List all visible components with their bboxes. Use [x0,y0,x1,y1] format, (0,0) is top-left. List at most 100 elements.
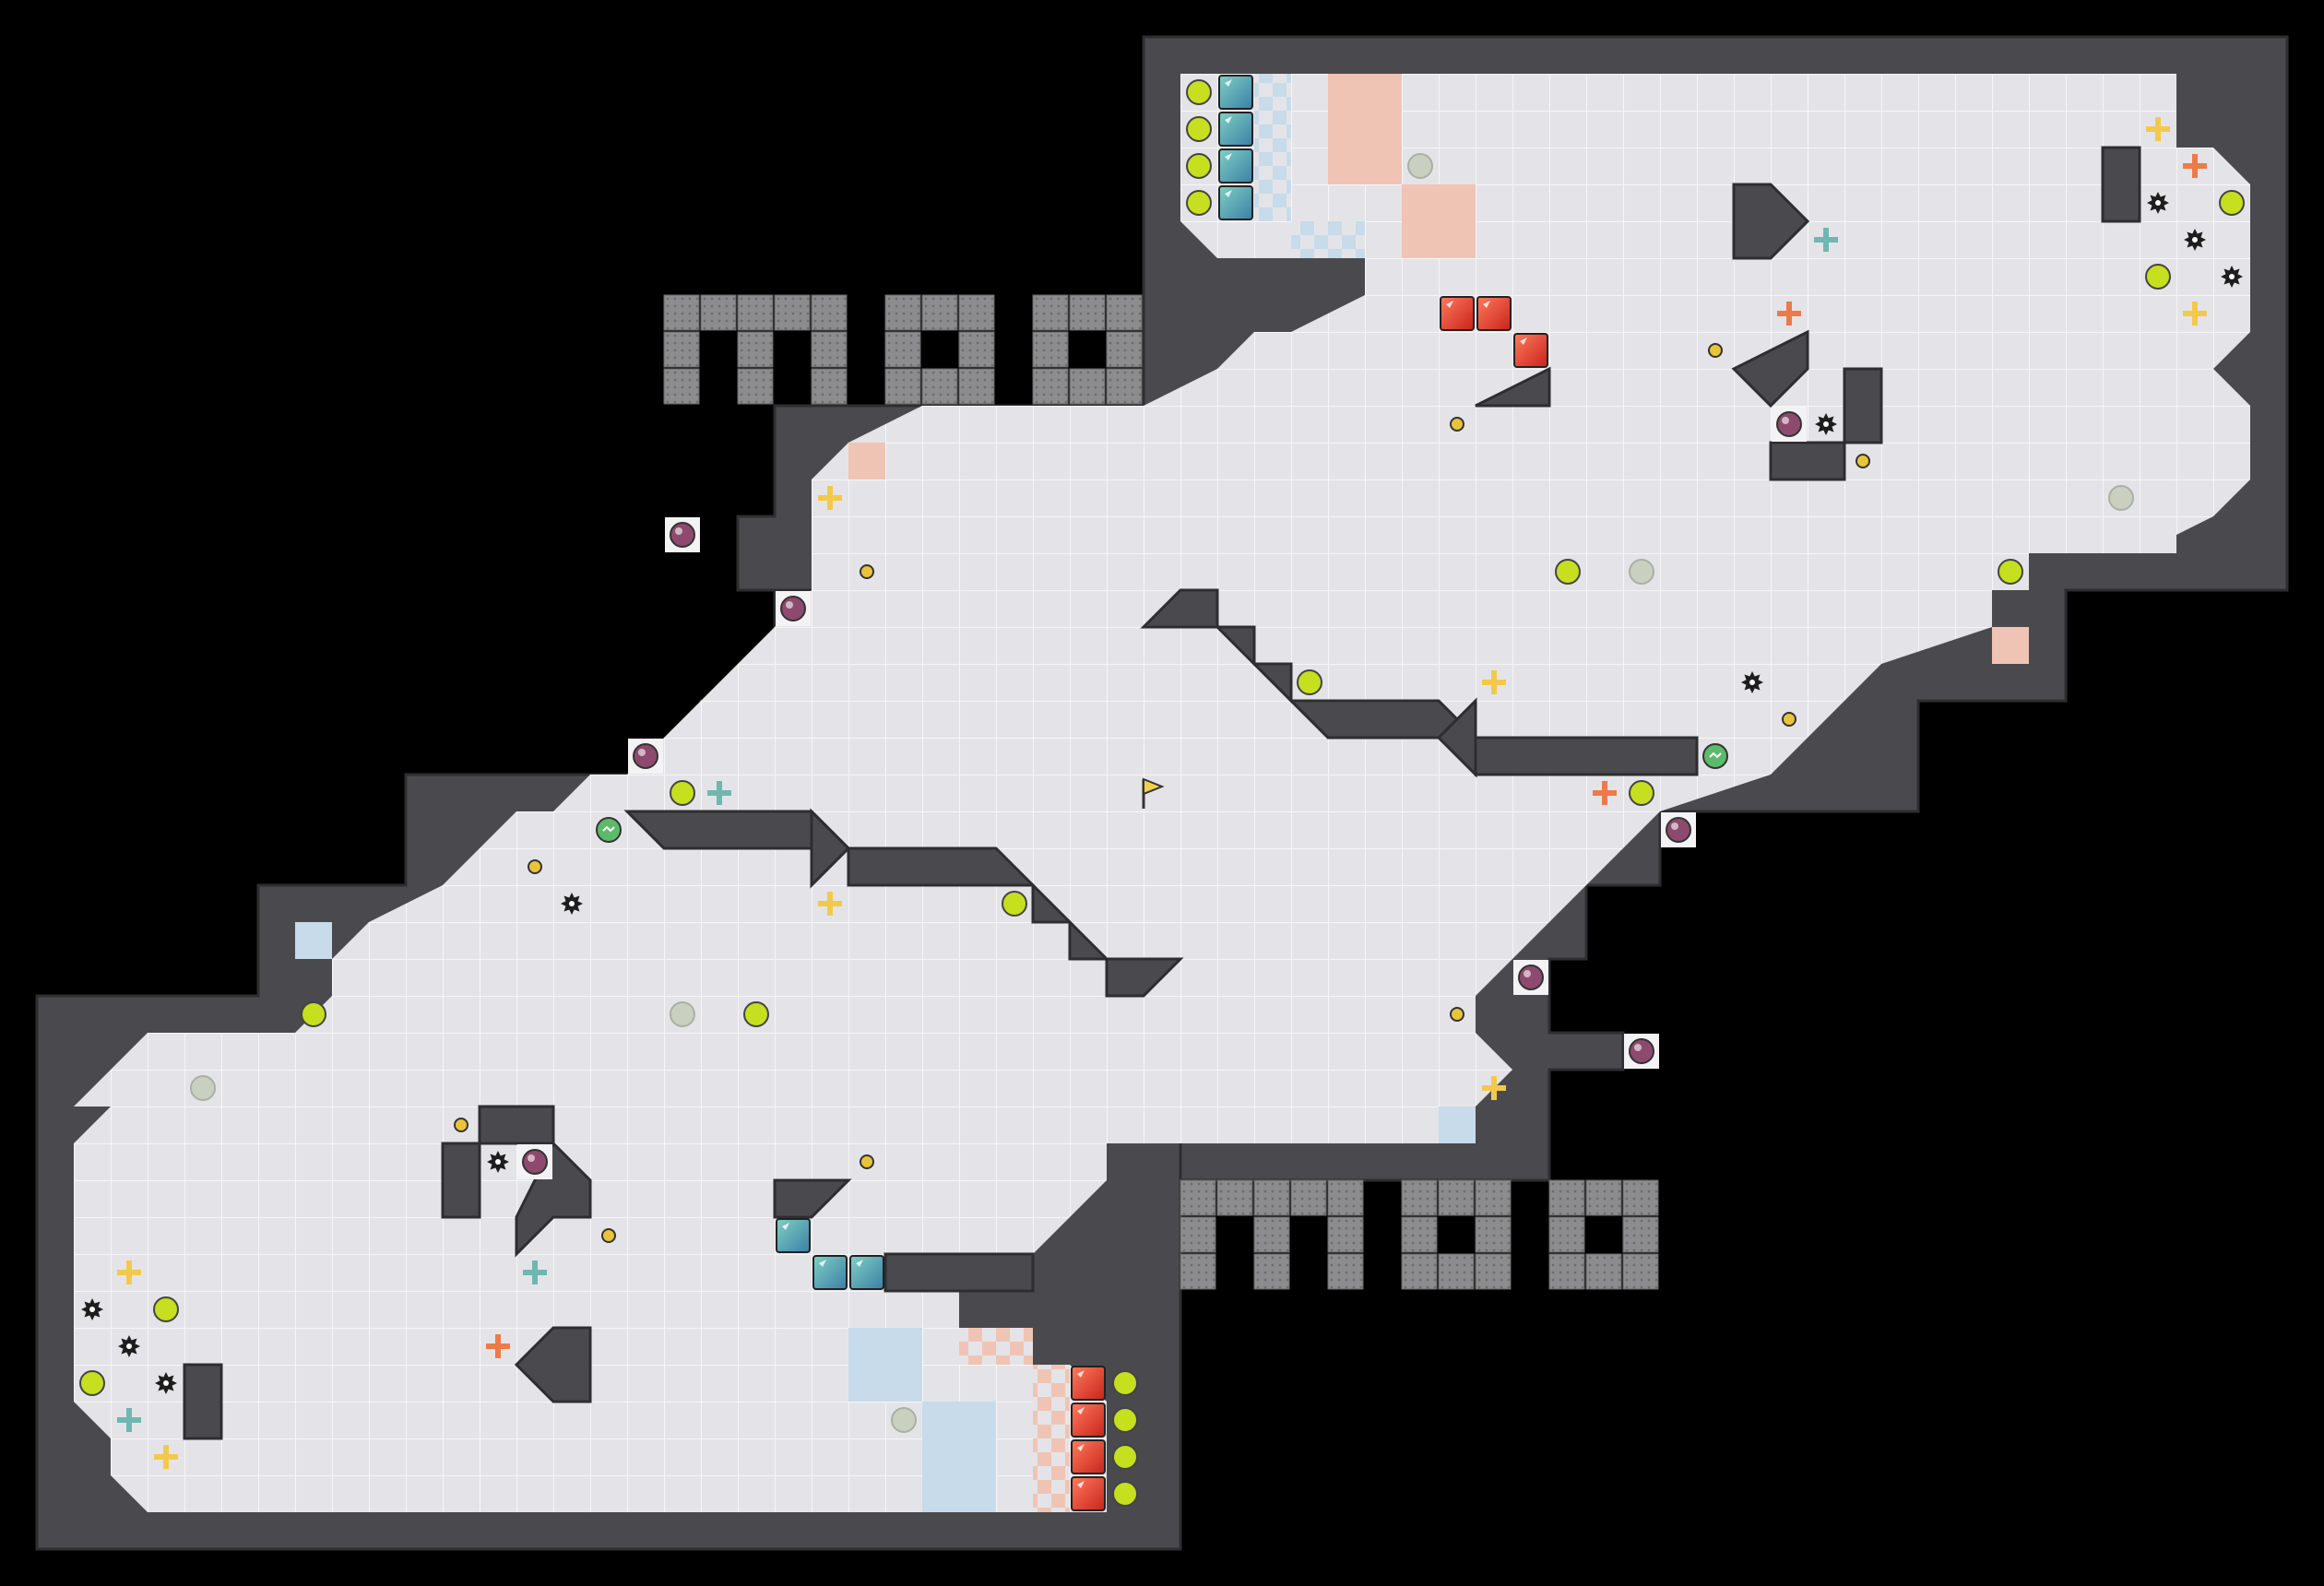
token-icon[interactable] [1856,454,1870,468]
spike-icon[interactable] [81,1298,103,1320]
orb-icon[interactable] [1998,559,2023,585]
boost-icon[interactable] [1482,670,1506,694]
token-icon[interactable] [860,1154,874,1169]
boost-icon[interactable] [523,1261,547,1284]
spike-icon[interactable] [2184,229,2206,251]
orb-icon[interactable] [2219,190,2245,216]
blue-zone-check [1254,74,1291,221]
boost-icon[interactable] [818,486,842,510]
tile-block [1106,294,1143,331]
mine-icon[interactable] [1624,1034,1659,1069]
token-icon[interactable] [528,859,542,874]
mine-icon[interactable] [628,739,663,774]
orb-icon[interactable] [1186,116,1212,142]
obstacle [515,1141,592,1258]
tile-block [1216,1179,1253,1216]
tile-block [1327,1216,1364,1253]
boost-icon[interactable] [117,1261,141,1284]
mine-icon[interactable] [776,591,811,626]
orb-icon[interactable] [1297,669,1322,695]
token-icon[interactable] [1708,343,1723,358]
blue-gate-icon[interactable] [1218,112,1253,147]
boost-icon[interactable] [1482,1076,1506,1100]
orb-icon[interactable] [891,1407,917,1433]
boost-icon[interactable] [2183,154,2207,178]
boost-icon[interactable] [117,1408,141,1432]
orb-icon[interactable] [1112,1407,1138,1433]
red-gate-icon[interactable] [1071,1366,1106,1401]
boost-icon[interactable] [818,892,842,916]
spike-icon[interactable] [561,893,583,915]
token-icon[interactable] [601,1228,616,1243]
token-icon[interactable] [860,564,874,579]
blue-gate-icon[interactable] [1218,75,1253,110]
blue-gate-icon[interactable] [776,1218,811,1253]
blue-gate-icon[interactable] [849,1255,884,1290]
spike-icon[interactable] [155,1372,177,1394]
orb-icon[interactable] [1629,780,1654,806]
tile-block [1401,1216,1438,1253]
token-icon[interactable] [454,1118,468,1132]
mine-icon[interactable] [1513,960,1548,995]
boost-icon[interactable] [2183,302,2207,325]
spike-icon[interactable] [2147,192,2169,214]
blue-gate-icon[interactable] [812,1255,848,1290]
red-gate-icon[interactable] [1071,1403,1106,1438]
red-gate-icon[interactable] [1513,333,1548,368]
orb-icon[interactable] [1112,1444,1138,1470]
orb-icon[interactable] [79,1370,105,1396]
boost-icon[interactable] [707,781,731,805]
orb-icon[interactable] [153,1296,179,1322]
orb-icon[interactable] [190,1075,216,1101]
flag-icon[interactable] [1142,777,1165,809]
obstacle [1105,957,1184,998]
obstacle [183,1363,223,1440]
mine-icon[interactable] [1661,812,1696,847]
orb-icon[interactable] [1629,559,1654,585]
token-icon[interactable] [1450,417,1464,432]
red-gate-icon[interactable] [1476,296,1512,331]
orb-icon[interactable] [743,1001,769,1027]
orb-icon[interactable] [1186,153,1212,179]
boost-icon[interactable] [1777,302,1801,325]
orb-icon[interactable] [2108,485,2134,511]
mine-icon[interactable] [665,517,700,552]
floor-main [74,74,2250,1512]
orb-icon[interactable] [670,780,695,806]
blue-gate-icon[interactable] [1218,148,1253,183]
obstacle [1140,588,1219,629]
red-gate-icon[interactable] [1440,296,1475,331]
spike-icon[interactable] [2221,266,2243,288]
token-icon[interactable] [1782,712,1796,727]
powerup-icon[interactable] [1702,743,1728,769]
orb-icon[interactable] [1112,1481,1138,1507]
spike-icon[interactable] [487,1151,509,1173]
boost-icon[interactable] [1593,781,1617,805]
orb-icon[interactable] [1186,190,1212,216]
spike-icon[interactable] [1741,671,1763,693]
blue-gate-icon[interactable] [1218,185,1253,220]
orb-icon[interactable] [1186,79,1212,105]
boost-icon[interactable] [2146,117,2170,141]
spike-icon[interactable] [118,1335,140,1357]
powerup-icon[interactable] [596,817,622,843]
orb-icon[interactable] [1555,559,1581,585]
boost-icon[interactable] [486,1334,510,1358]
spike-icon[interactable] [1815,413,1837,435]
red-gate-icon[interactable] [1071,1439,1106,1474]
orb-icon[interactable] [1407,153,1433,179]
token-icon[interactable] [1450,1007,1464,1022]
orb-icon[interactable] [1112,1370,1138,1396]
boost-icon[interactable] [1814,228,1838,252]
boost-icon[interactable] [154,1445,178,1469]
red-gate-icon[interactable] [1071,1476,1106,1511]
obstacle [1731,329,1809,408]
orb-icon[interactable] [2145,264,2171,290]
mine-icon[interactable] [1772,407,1807,442]
obstacle [810,808,851,889]
orb-icon[interactable] [1002,891,1027,917]
mine-icon[interactable] [517,1144,552,1179]
obstacle [514,1326,592,1403]
orb-icon[interactable] [670,1001,695,1027]
orb-icon[interactable] [301,1001,326,1027]
